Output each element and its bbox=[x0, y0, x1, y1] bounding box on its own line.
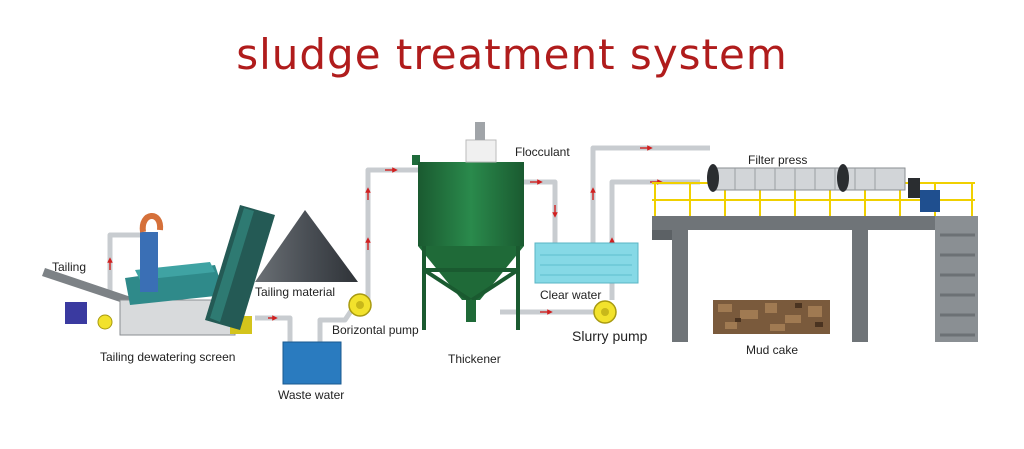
label-tailing-material: Tailing material bbox=[255, 285, 336, 299]
label-tailing: Tailing bbox=[52, 260, 87, 274]
page-title: sludge treatment system bbox=[236, 30, 788, 79]
label-thickener: Thickener bbox=[448, 352, 501, 366]
clear-water-tank bbox=[534, 242, 639, 284]
label-mud-cake: Mud cake bbox=[746, 343, 799, 357]
label-waste-water: Waste water bbox=[278, 388, 345, 402]
waste-water-tank bbox=[282, 341, 342, 385]
slurry-pump bbox=[593, 300, 617, 324]
flow-arrows bbox=[107, 145, 663, 321]
thickener bbox=[412, 122, 524, 330]
inclined-conveyor bbox=[205, 205, 275, 330]
label-dewatering-screen: Tailing dewatering screen bbox=[100, 350, 236, 364]
filter-press-platform bbox=[652, 182, 978, 342]
tailing-chute bbox=[42, 268, 140, 308]
filter-press bbox=[707, 164, 940, 212]
label-horizontal-pump: Borizontal pump bbox=[332, 323, 419, 337]
label-clear-water: Clear water bbox=[540, 288, 602, 302]
horizontal-pump bbox=[348, 293, 372, 317]
label-filter-press: Filter press bbox=[748, 153, 808, 167]
label-slurry-pump: Slurry pump bbox=[572, 328, 648, 344]
label-flocculant: Flocculant bbox=[515, 145, 570, 159]
mud-cake-pile bbox=[713, 300, 830, 334]
tailing-pile bbox=[255, 210, 358, 282]
